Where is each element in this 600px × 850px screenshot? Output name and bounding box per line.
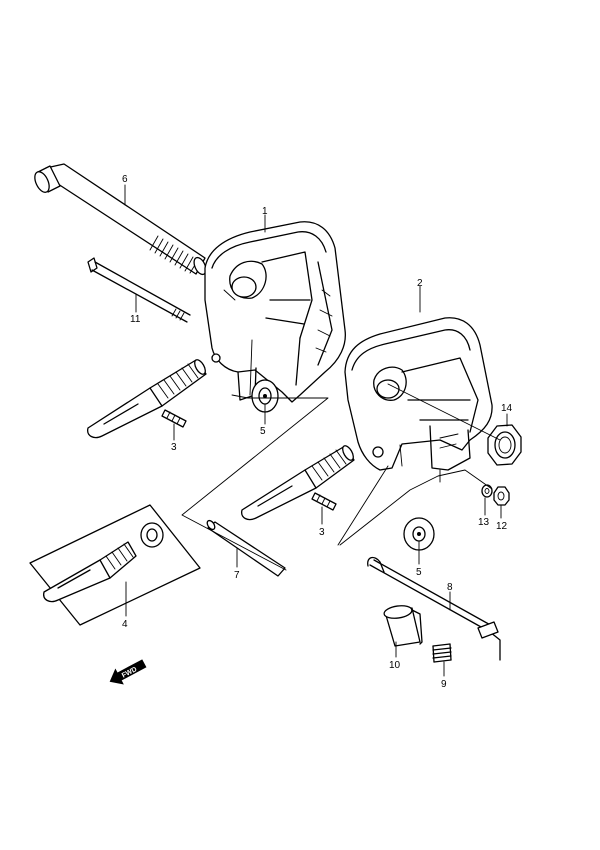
- part-clamp-screw-middle[interactable]: [241, 444, 356, 521]
- callout-2: 2: [417, 278, 423, 289]
- callout-7: 7: [234, 570, 240, 581]
- part-clamp-screw-assembly[interactable]: [29, 504, 201, 626]
- callout-8: 8: [447, 582, 453, 593]
- callout-13: 13: [478, 517, 490, 528]
- part-clamp-bracket-left[interactable]: [204, 221, 346, 403]
- leader-lines: [124, 184, 508, 677]
- part-pin-middle[interactable]: [311, 492, 337, 511]
- callout-3-upper: 3: [171, 442, 177, 453]
- part-washer[interactable]: [481, 484, 493, 498]
- callout-5-upper: 5: [260, 426, 266, 437]
- callout-6: 6: [122, 174, 128, 185]
- part-spring[interactable]: [432, 643, 452, 663]
- callout-labels: 6 1 2 11 3 5 14 13 12 3 7 5 8 4 10 9: [122, 174, 513, 690]
- part-clamp-pad-lower[interactable]: [403, 517, 435, 551]
- callout-12: 12: [496, 521, 508, 532]
- callout-4: 4: [122, 619, 128, 630]
- callout-3-middle: 3: [319, 527, 325, 538]
- callout-1: 1: [262, 206, 268, 217]
- part-small-nut[interactable]: [493, 486, 510, 506]
- part-tube[interactable]: [32, 163, 208, 276]
- part-hex-nut[interactable]: [487, 424, 522, 466]
- part-rod[interactable]: [206, 519, 286, 577]
- guide-lines: [181, 289, 501, 571]
- callout-9: 9: [441, 679, 447, 690]
- part-lock-rod[interactable]: [367, 556, 501, 661]
- fwd-direction-arrow: FWD: [109, 659, 147, 685]
- part-pin-upper[interactable]: [161, 409, 187, 428]
- part-clamp-screw-upper[interactable]: [87, 358, 208, 439]
- fwd-label: FWD: [121, 666, 138, 680]
- part-long-bolt[interactable]: [87, 257, 191, 323]
- part-clamp-bracket-right[interactable]: [344, 317, 493, 471]
- part-sleeve[interactable]: [383, 604, 423, 647]
- callout-11: 11: [130, 314, 141, 325]
- callout-10: 10: [389, 660, 401, 671]
- callout-5-lower: 5: [416, 567, 422, 578]
- callout-14: 14: [501, 403, 513, 414]
